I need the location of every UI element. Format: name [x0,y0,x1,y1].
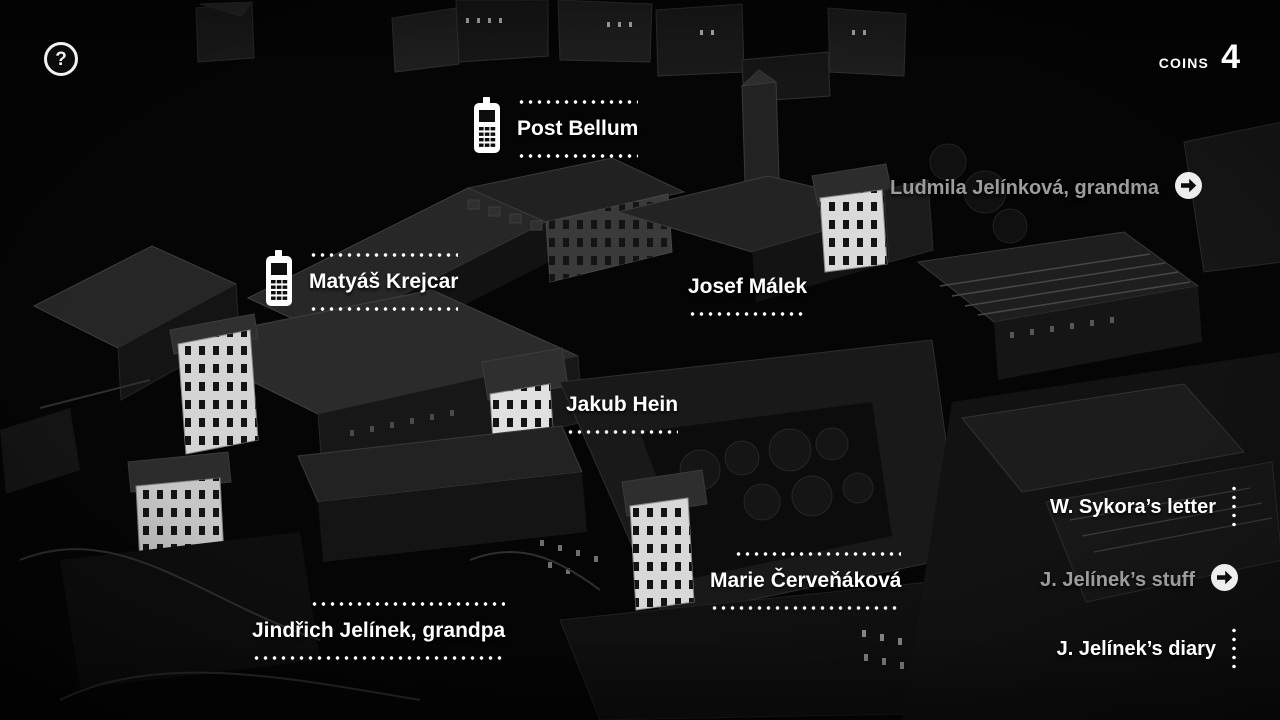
side-item-jelinek-stuff[interactable]: J. Jelínek’s stuff [1040,564,1238,596]
side-item-label: Ludmila Jelínková, grandma [890,176,1159,199]
hotspot-label: Jakub Hein [566,393,679,416]
hotspot-label: Jindřich Jelínek, grandpa [252,619,506,642]
dotted-line [309,252,459,257]
dotted-line [252,656,506,660]
hotspot-label: Matyáš Krejcar [309,269,459,293]
dotted-line-vertical [1232,484,1236,530]
dotted-line [517,99,639,104]
dotted-line [688,312,808,316]
hotspot-jindrich-jelinek[interactable]: Jindřich Jelínek, grandpa [252,602,506,660]
question-icon: ? [55,48,67,70]
hotspot-post-bellum[interactable]: Post Bellum [472,97,639,160]
side-item-label: J. Jelínek’s diary [1056,637,1216,660]
help-button[interactable]: ? [44,42,78,76]
hotspot-label: Josef Málek [688,275,808,298]
side-item-label: J. Jelínek’s stuff [1040,568,1195,591]
coins-counter: COINS 4 [1159,38,1240,77]
dotted-line [566,430,679,434]
dotted-line [517,153,639,158]
coins-value: 4 [1221,38,1240,76]
hotspot-matyas-krejcar[interactable]: Matyáš Krejcar [264,250,459,313]
phone-icon [264,250,294,313]
phone-icon [472,97,502,160]
dotted-line [310,602,506,606]
hotspot-marie-cervenakova[interactable]: Marie Červeňáková [710,552,902,610]
hotspot-label: Post Bellum [517,116,639,140]
side-item-sykora-letter[interactable]: W. Sykora’s letter [1050,484,1236,530]
dotted-line [734,552,902,556]
coins-label: COINS [1158,55,1210,71]
hotspot-josef-malek[interactable]: Josef Málek [688,272,808,316]
side-item-jelinek-diary[interactable]: J. Jelínek’s diary [1057,626,1236,672]
hotspot-label: Marie Červeňáková [710,569,902,592]
side-item-label: W. Sykora’s letter [1050,495,1216,518]
hotspot-jakub-hein[interactable]: Jakub Hein [566,390,679,434]
arrow-circle-icon [1175,172,1202,204]
dotted-line [710,606,902,610]
side-item-ludmila-jelinkova[interactable]: Ludmila Jelínková, grandma [890,172,1202,204]
arrow-circle-icon [1211,564,1238,596]
dotted-line [309,306,459,311]
dotted-line-vertical [1232,626,1236,672]
